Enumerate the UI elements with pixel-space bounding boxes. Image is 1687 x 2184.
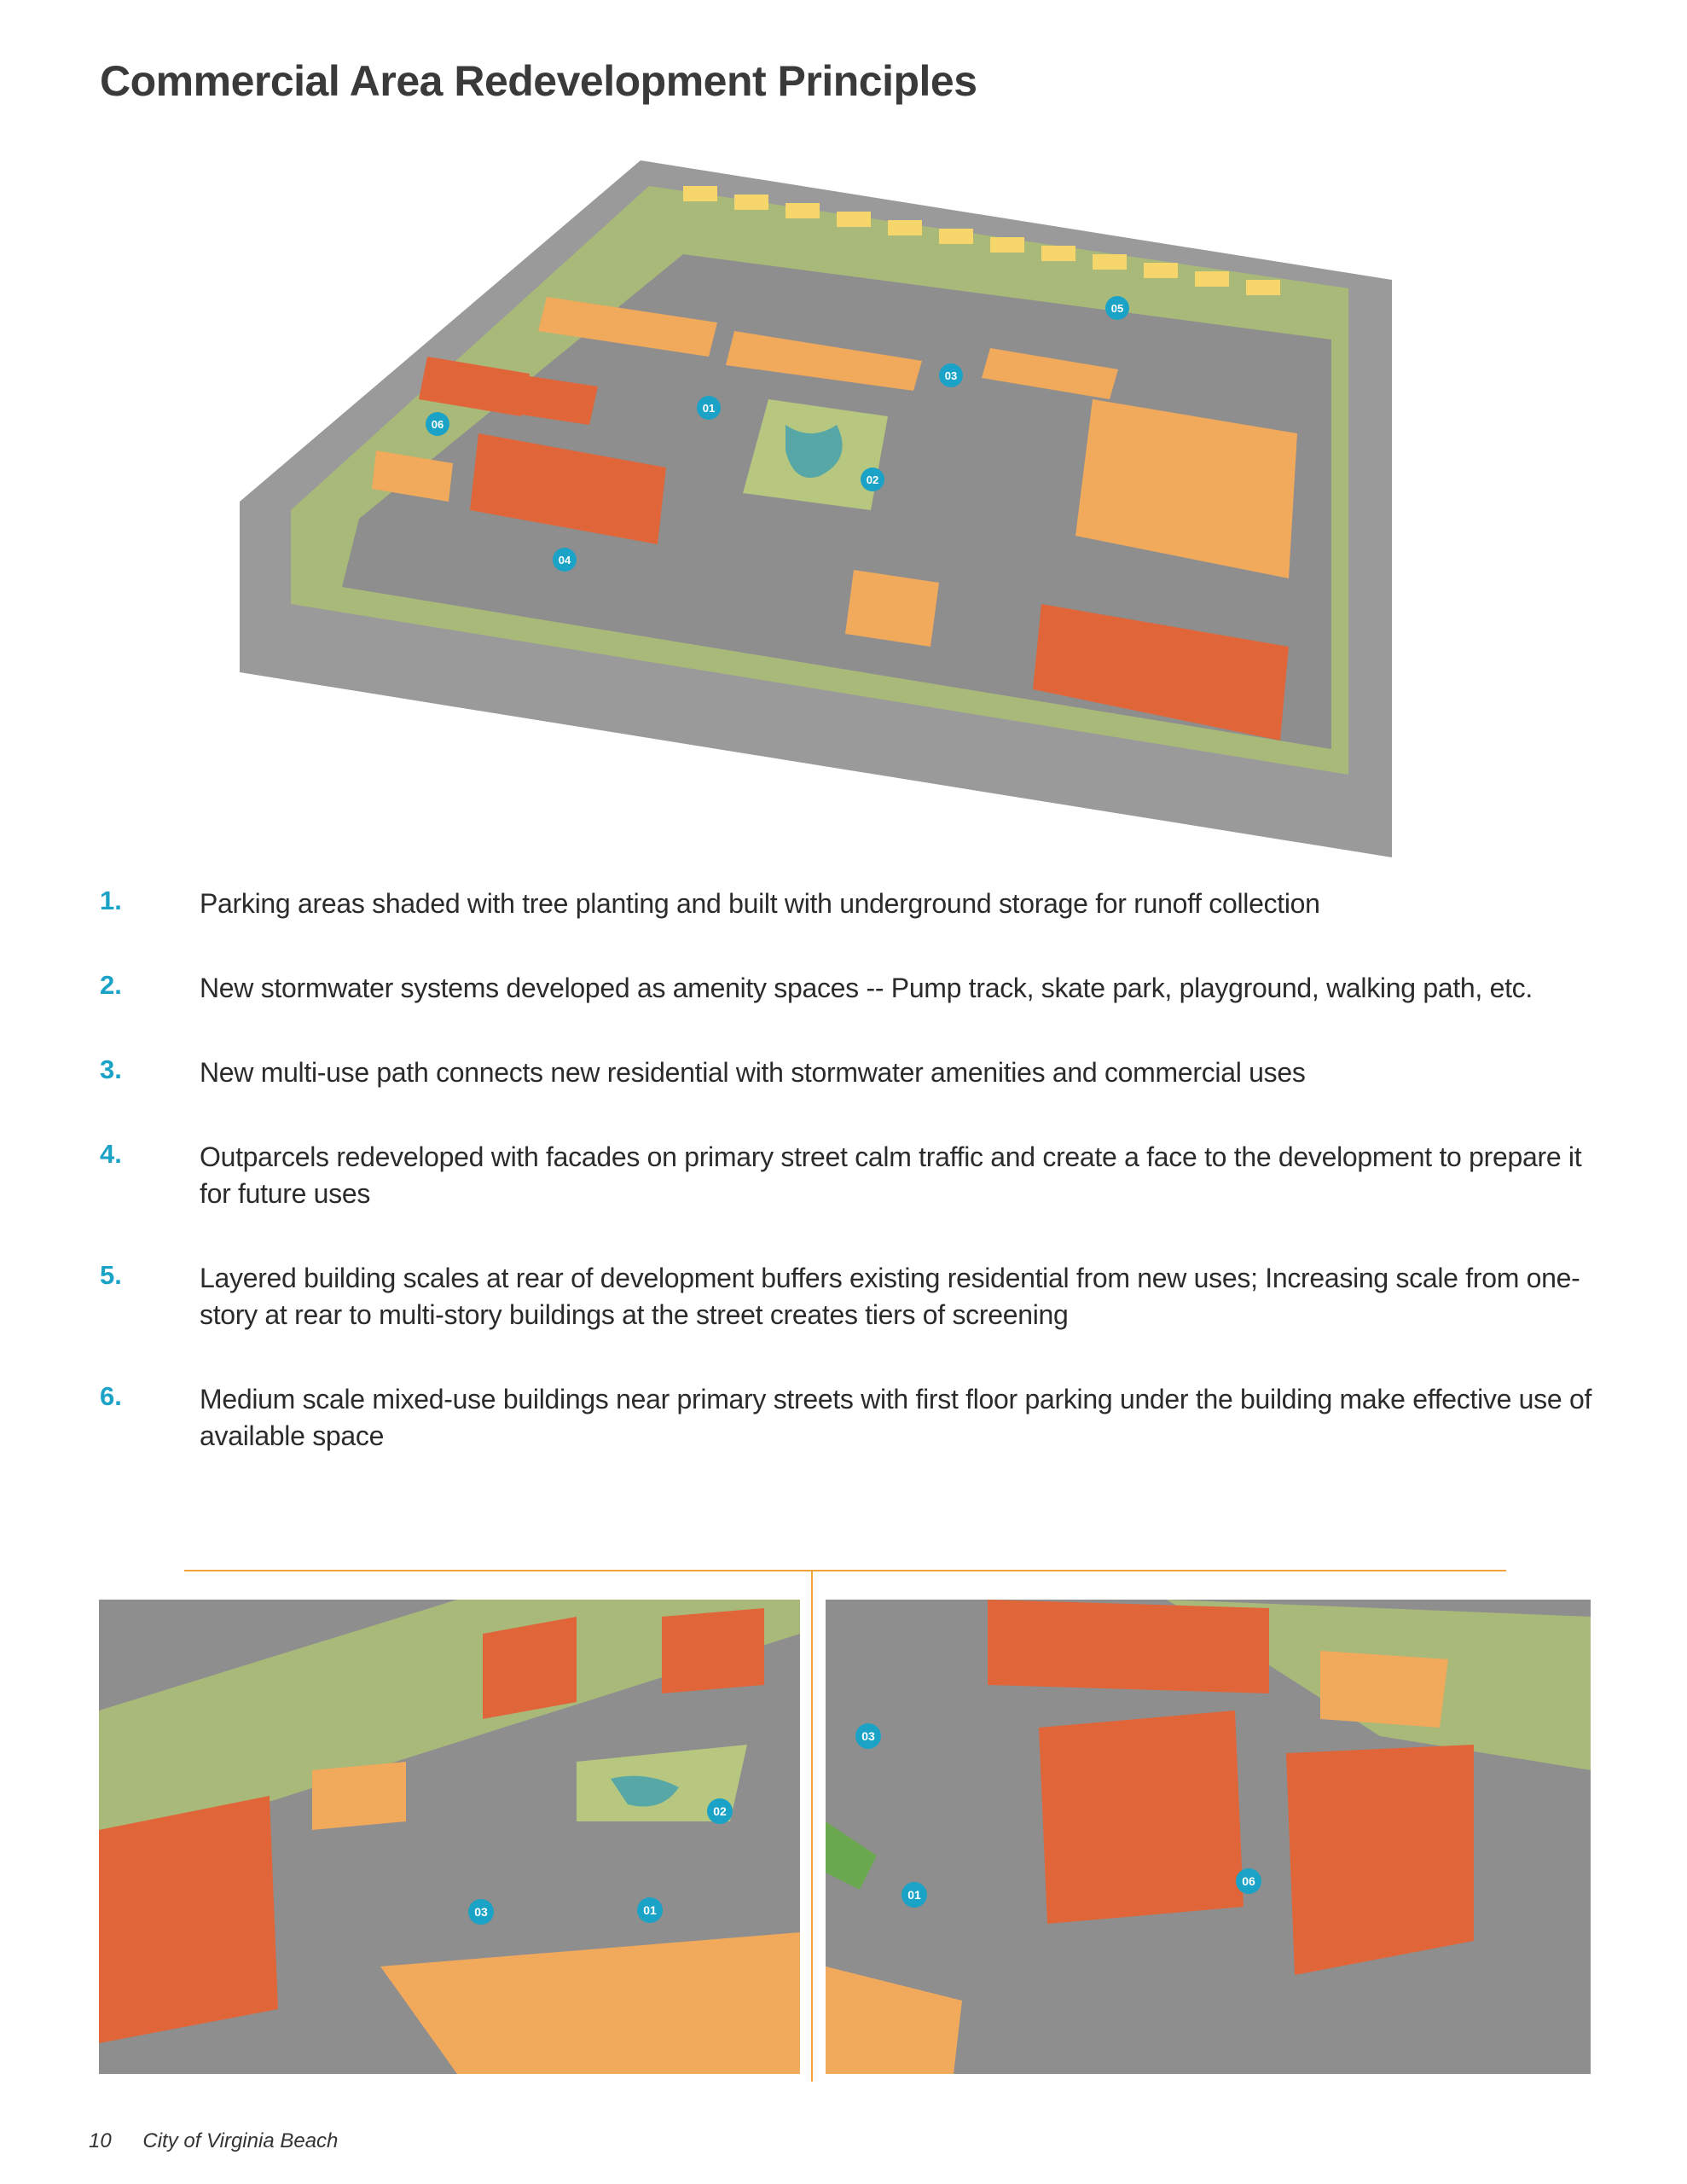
marker-01: 01 — [901, 1882, 927, 1908]
svg-text:03: 03 — [945, 369, 957, 382]
marker-06: 06 — [426, 412, 449, 436]
principle-text: New stormwater systems developed as amen… — [200, 973, 1533, 1003]
page-title: Commercial Area Redevelopment Principles — [100, 57, 977, 105]
page-footer: 10 City of Virginia Beach — [89, 2129, 363, 2153]
marker-01: 01 — [637, 1897, 663, 1923]
perspective-view-right: 03 01 06 — [826, 1600, 1591, 2074]
marker-03: 03 — [939, 363, 963, 387]
principle-text: Medium scale mixed-use buildings near pr… — [200, 1384, 1592, 1451]
marker-01: 01 — [697, 396, 721, 420]
site-plan-illustration: 01 02 03 04 05 06 — [240, 160, 1392, 857]
principle-text: Parking areas shaded with tree planting … — [200, 888, 1320, 919]
svg-text:06: 06 — [1242, 1874, 1255, 1888]
svg-text:03: 03 — [861, 1729, 875, 1743]
principle-text: Layered building scales at rear of devel… — [200, 1263, 1580, 1330]
page-number: 10 — [89, 2129, 112, 2152]
marker-04: 04 — [553, 548, 577, 572]
svg-text:01: 01 — [703, 402, 715, 415]
svg-text:02: 02 — [867, 473, 878, 486]
principle-number: 5. — [100, 1260, 122, 1290]
principle-text: Outparcels redeveloped with facades on p… — [200, 1141, 1582, 1209]
divider-vertical — [811, 1570, 813, 2082]
principle-number: 4. — [100, 1139, 122, 1169]
principle-item: 2. New stormwater systems developed as a… — [100, 970, 1601, 1007]
marker-03: 03 — [468, 1899, 494, 1925]
principle-item: 3. New multi-use path connects new resid… — [100, 1054, 1601, 1091]
principle-item: 4. Outparcels redeveloped with facades o… — [100, 1139, 1601, 1212]
perspective-view-left: 02 03 01 — [99, 1600, 800, 2074]
principle-text: New multi-use path connects new resident… — [200, 1057, 1306, 1088]
marker-05: 05 — [1105, 296, 1129, 320]
principle-number: 6. — [100, 1381, 122, 1411]
svg-text:02: 02 — [713, 1804, 727, 1818]
principle-number: 1. — [100, 886, 122, 915]
marker-02: 02 — [861, 468, 884, 491]
svg-text:01: 01 — [907, 1888, 921, 1902]
principle-item: 5. Layered building scales at rear of de… — [100, 1260, 1601, 1333]
principles-list: 1. Parking areas shaded with tree planti… — [100, 886, 1601, 1502]
principle-number: 2. — [100, 970, 122, 1000]
svg-text:04: 04 — [559, 554, 571, 566]
marker-06: 06 — [1236, 1868, 1261, 1894]
marker-02: 02 — [707, 1798, 733, 1824]
svg-text:06: 06 — [432, 418, 443, 431]
svg-text:03: 03 — [474, 1905, 488, 1919]
marker-03: 03 — [855, 1723, 881, 1749]
principle-item: 6. Medium scale mixed-use buildings near… — [100, 1381, 1601, 1455]
publisher-name: City of Virginia Beach — [142, 2129, 339, 2152]
divider-horizontal — [184, 1570, 1506, 1571]
principle-number: 3. — [100, 1054, 122, 1084]
principle-item: 1. Parking areas shaded with tree planti… — [100, 886, 1601, 922]
svg-text:01: 01 — [643, 1903, 657, 1917]
svg-text:05: 05 — [1111, 302, 1123, 315]
